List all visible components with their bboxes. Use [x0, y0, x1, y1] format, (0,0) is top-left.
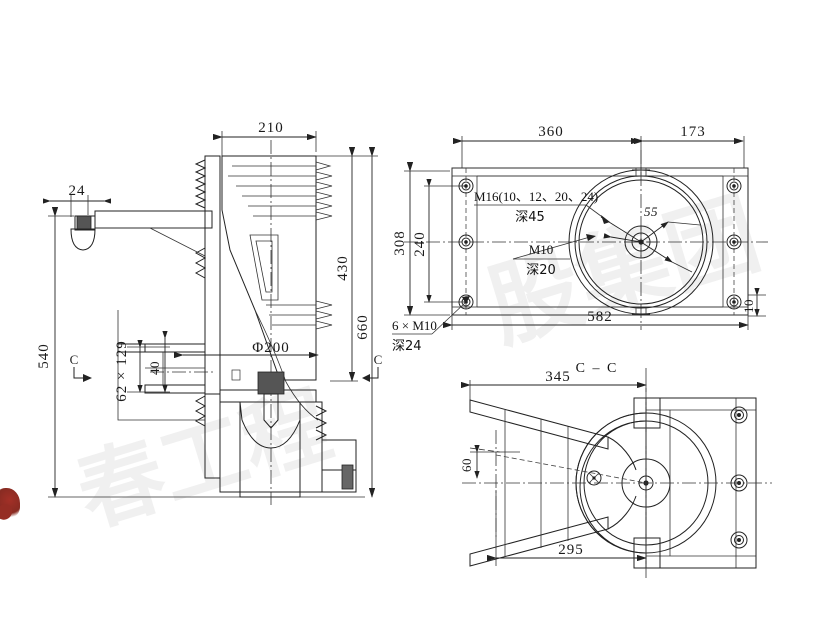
dim-240 — [424, 178, 465, 303]
bushing-fins — [228, 161, 333, 221]
top-plan-view — [392, 136, 768, 335]
dim-582 — [443, 312, 749, 330]
front-section-view — [42, 131, 379, 505]
dim-173 — [634, 136, 745, 168]
section-bolt-holes — [730, 406, 748, 549]
small-hole-left — [586, 470, 602, 486]
note-6xm10-leader — [392, 296, 470, 335]
dim-430-660 — [316, 147, 378, 498]
note-m16-leader — [474, 204, 610, 224]
red-stamp-mark — [0, 488, 20, 518]
section-mark-c-left — [73, 367, 92, 382]
dim-360 — [453, 136, 642, 175]
dim-295 — [487, 490, 647, 566]
section-c-c-view — [461, 368, 772, 578]
insulator-sheds-upper-left — [194, 159, 207, 209]
dim-10 — [748, 287, 766, 317]
dim-345 — [461, 368, 647, 400]
dim-540 — [48, 207, 365, 498]
insulator-sheds-lower-left — [194, 395, 207, 427]
dim-60 — [470, 444, 520, 479]
dim-24 — [42, 195, 112, 217]
insulator-sheds-mid-left — [194, 247, 207, 279]
leader-55 — [600, 216, 701, 273]
dim-308 — [404, 162, 450, 316]
note-m10-leader — [512, 234, 596, 260]
section-mark-c-right — [362, 367, 379, 382]
dim-210 — [213, 131, 317, 156]
